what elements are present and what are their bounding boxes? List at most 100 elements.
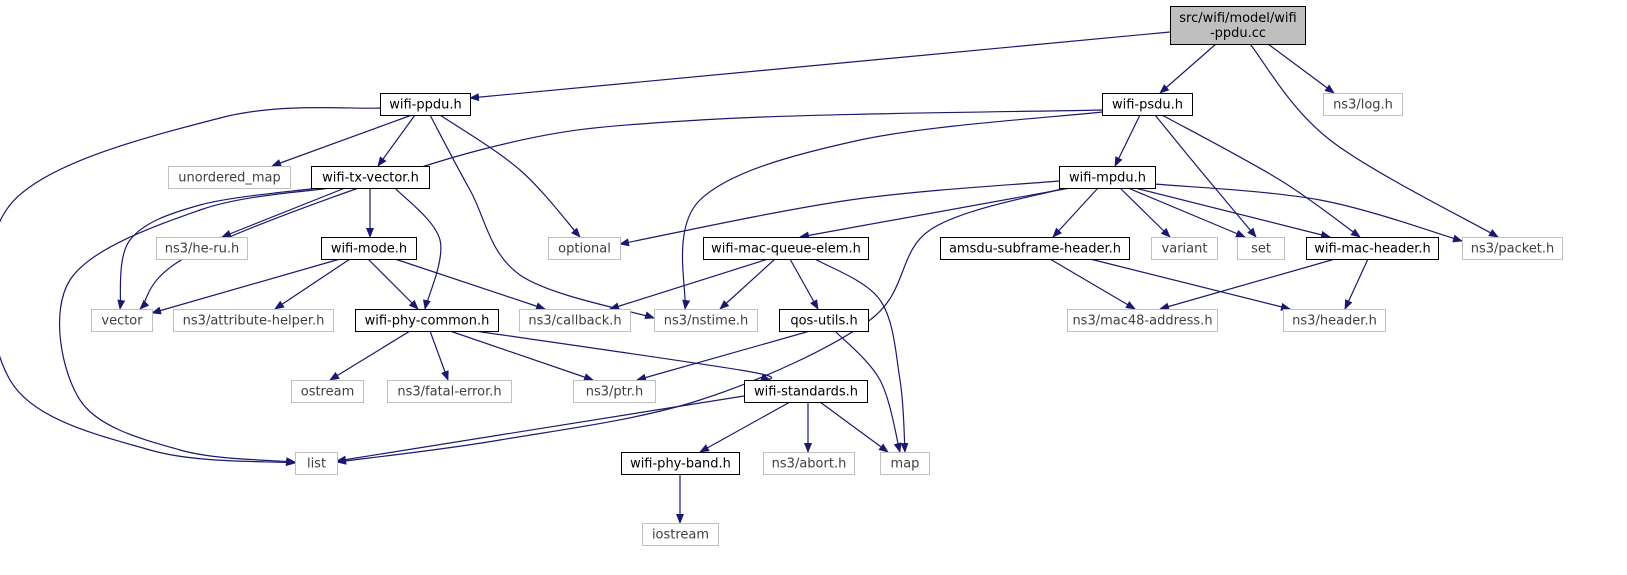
node-label: optional — [558, 242, 611, 257]
edge-wifi-psdu-h-to-wifi-mpdu-h — [1114, 114, 1141, 167]
node-label: unordered_map — [178, 171, 281, 186]
node-label: wifi-mode.h — [331, 242, 407, 257]
node-label: wifi-phy-common.h — [365, 314, 490, 329]
edge-wifi-ppdu-h-to-ns3-nstime-h — [429, 114, 655, 320]
node-box — [168, 166, 291, 189]
node-wifi-mac-header-h[interactable]: wifi-mac-header.h — [1306, 237, 1439, 260]
node-box — [1102, 93, 1193, 116]
node-unordered-map: unordered_map — [168, 166, 291, 189]
edge-root-to-ns3-log-h — [1267, 43, 1335, 94]
node-box — [295, 452, 338, 475]
edge-wifi-mac-queue-elem-h-to-ns3-nstime-h — [719, 258, 776, 310]
node-box — [321, 237, 417, 260]
node-wifi-psdu-h[interactable]: wifi-psdu.h — [1102, 93, 1193, 116]
node-label: ns3/log.h — [1333, 98, 1393, 113]
node-box — [1283, 309, 1386, 332]
node-wifi-mpdu-h[interactable]: wifi-mpdu.h — [1059, 166, 1156, 189]
node-box — [880, 452, 930, 475]
node-ns3-callback-h: ns3/callback.h — [519, 309, 631, 332]
node-label: map — [891, 457, 920, 472]
node-box — [744, 380, 868, 403]
edge-wifi-psdu-h-to-vector — [139, 109, 1103, 310]
node-label: iostream — [652, 528, 709, 543]
node-box — [573, 380, 656, 403]
edge-amsdu-subframe-header-h-to-ns3-mac48-address-h — [1049, 258, 1136, 310]
node-label: vector — [101, 314, 143, 329]
node-label: ns3/fatal-error.h — [397, 385, 501, 400]
node-box — [355, 309, 499, 332]
node-root[interactable]: src/wifi/model/wifi-ppdu.cc — [1170, 6, 1306, 45]
node-wifi-mode-h[interactable]: wifi-mode.h — [321, 237, 417, 260]
edge-wifi-mac-header-h-to-ns3-mac48-address-h — [1159, 258, 1336, 311]
node-wifi-mac-queue-elem-h[interactable]: wifi-mac-queue-elem.h — [703, 237, 869, 260]
node-list: list — [295, 452, 338, 475]
node-ostream: ostream — [291, 380, 364, 403]
node-label: variant — [1162, 242, 1208, 257]
edge-amsdu-subframe-header-h-to-ns3-header-h — [1089, 258, 1291, 311]
node-box — [1323, 93, 1403, 116]
node-qos-utils-h[interactable]: qos-utils.h — [779, 309, 869, 332]
edge-wifi-tx-vector-h-to-wifi-phy-common-h — [394, 187, 442, 310]
node-label: -ppdu.cc — [1210, 26, 1266, 41]
node-label: ns3/nstime.h — [664, 314, 748, 329]
node-set: set — [1237, 237, 1285, 260]
node-ns3-log-h: ns3/log.h — [1323, 93, 1403, 116]
edge-wifi-phy-common-h-to-ostream — [329, 330, 411, 381]
node-wifi-tx-vector-h[interactable]: wifi-tx-vector.h — [311, 166, 430, 189]
node-box — [703, 237, 869, 260]
node-label: ns3/abort.h — [772, 457, 847, 472]
node-variant: variant — [1151, 237, 1218, 260]
edge-wifi-tx-vector-h-to-list — [59, 187, 331, 466]
edge-wifi-mac-queue-elem-h-to-map — [814, 258, 909, 453]
edges-layer — [0, 31, 1499, 524]
edge-qos-utils-h-to-map — [834, 330, 902, 453]
node-ns3-header-h: ns3/header.h — [1283, 309, 1386, 332]
node-wifi-ppdu-h[interactable]: wifi-ppdu.h — [380, 93, 471, 116]
node-ns3-mac48-address-h: ns3/mac48-address.h — [1067, 309, 1218, 332]
node-label: wifi-mpdu.h — [1069, 171, 1146, 186]
node-amsdu-subframe-header-h[interactable]: amsdu-subframe-header.h — [940, 237, 1130, 260]
node-wifi-phy-band-h[interactable]: wifi-phy-band.h — [621, 452, 740, 475]
node-box — [1306, 237, 1439, 260]
node-label: ns3/mac48-address.h — [1072, 314, 1212, 329]
edge-wifi-mac-queue-elem-h-to-qos-utils-h — [789, 258, 819, 310]
node-box — [1462, 237, 1563, 260]
node-label: ns3/callback.h — [528, 314, 621, 329]
edge-wifi-mpdu-h-to-wifi-mac-header-h — [1134, 187, 1331, 239]
edge-wifi-psdu-h-to-wifi-mac-header-h — [1161, 114, 1361, 238]
edge-wifi-tx-vector-h-to-ns3-he-ru-h — [221, 187, 346, 238]
node-label: amsdu-subframe-header.h — [949, 242, 1121, 257]
node-box — [548, 237, 621, 260]
node-ns3-packet-h: ns3/packet.h — [1462, 237, 1563, 260]
node-box — [1170, 6, 1306, 45]
edge-wifi-mode-h-to-vector — [151, 258, 341, 315]
edge-wifi-phy-common-h-to-ns3-fatal-error-h — [429, 330, 449, 381]
node-box — [156, 237, 248, 260]
edge-qos-utils-h-to-ns3-ptr-h — [636, 330, 811, 382]
node-label: wifi-psdu.h — [1112, 98, 1183, 113]
node-label: ns3/packet.h — [1471, 242, 1555, 257]
edge-wifi-mac-header-h-to-ns3-header-h — [1344, 258, 1369, 310]
edge-root-to-wifi-psdu-h — [1159, 43, 1217, 94]
node-optional: optional — [548, 237, 621, 260]
edge-wifi-ppdu-h-to-optional — [439, 114, 581, 238]
node-box — [779, 309, 869, 332]
edge-wifi-mpdu-h-to-variant — [1119, 187, 1171, 238]
edge-wifi-mpdu-h-to-set — [1127, 187, 1246, 238]
node-box — [91, 309, 153, 332]
node-label: ns3/attribute-helper.h — [183, 314, 325, 329]
node-box — [519, 309, 631, 332]
node-iostream: iostream — [642, 523, 719, 546]
node-box — [1059, 166, 1156, 189]
edge-wifi-mpdu-h-to-amsdu-subframe-header-h — [1052, 187, 1099, 238]
edge-wifi-standards-h-to-map — [819, 401, 889, 453]
edge-wifi-mode-h-to-wifi-phy-common-h — [367, 258, 419, 310]
edge-wifi-standards-h-to-wifi-phy-band-h — [699, 401, 791, 453]
node-vector: vector — [91, 309, 153, 332]
node-wifi-phy-common-h[interactable]: wifi-phy-common.h — [355, 309, 499, 332]
edge-root-to-wifi-ppdu-h — [469, 31, 1171, 102]
node-wifi-standards-h[interactable]: wifi-standards.h — [744, 380, 868, 403]
node-label: ns3/he-ru.h — [165, 242, 240, 257]
node-ns3-fatal-error-h: ns3/fatal-error.h — [387, 380, 512, 403]
node-label: set — [1251, 242, 1271, 257]
